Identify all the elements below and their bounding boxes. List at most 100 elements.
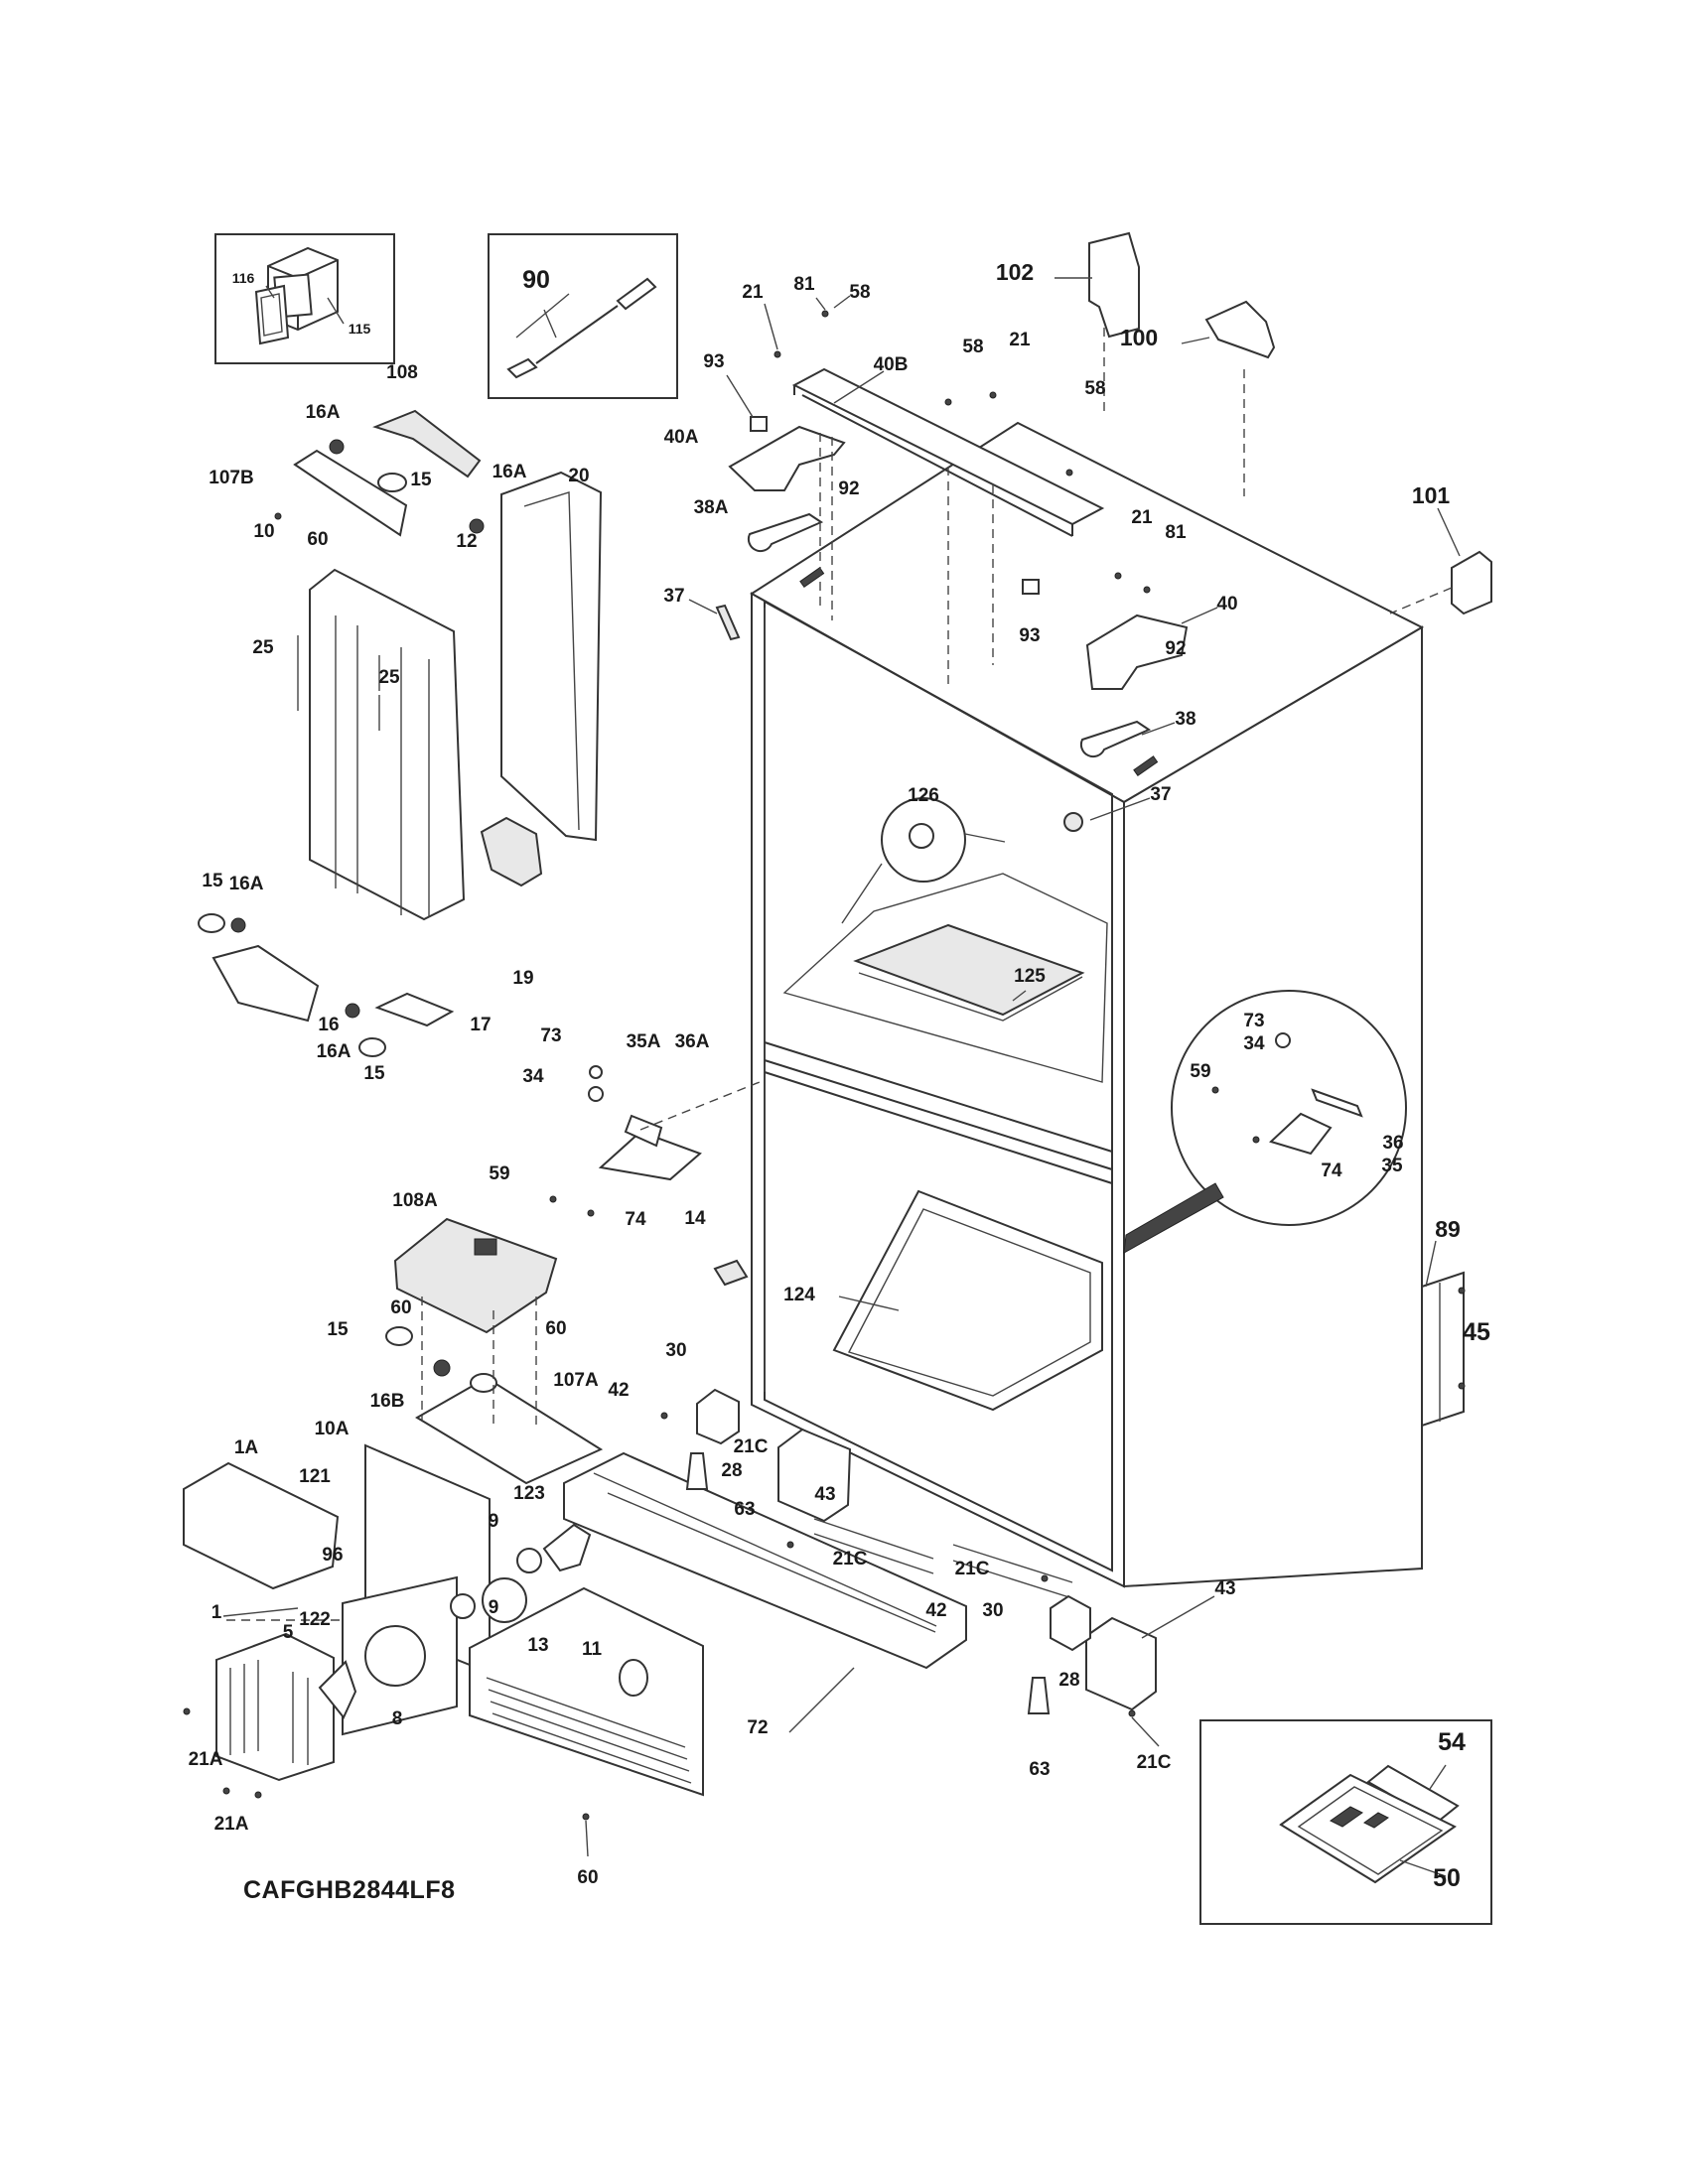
part-label-40b: 40B [874,354,909,375]
part-label-59: 59 [1190,1061,1210,1082]
ice-pick-tool [506,277,657,379]
bucket-10 [309,568,466,921]
part-label-116: 116 [232,270,255,286]
part-label-5: 5 [283,1622,294,1643]
part-label-43: 43 [814,1484,835,1505]
part-label-38a: 38A [694,497,729,518]
part-label-14: 14 [684,1208,706,1229]
door-stop-37-left [715,604,741,641]
leveler-63-right [1027,1677,1051,1714]
part-label-15: 15 [363,1063,385,1084]
leader-lines [222,277,1461,1877]
hinge-bracket-43-left [777,1428,852,1523]
part-label-21c: 21C [734,1436,769,1457]
grommet-16a-4 [345,1003,360,1019]
inset-box-116-115 [214,233,395,364]
hinge-bracket-43-right [1085,1616,1157,1711]
part-label-50: 50 [1433,1864,1461,1892]
part-label-30: 30 [665,1340,686,1361]
part-label-73: 73 [1243,1011,1264,1031]
part-label-121: 121 [299,1466,331,1487]
part-label-73: 73 [540,1025,561,1046]
part-label-90: 90 [522,266,550,294]
part-label-21a: 21A [189,1749,223,1770]
part-label-16a: 16A [229,874,264,894]
grille-1 [215,1632,335,1782]
grommet-9-bottom [450,1593,476,1619]
cover-108 [372,409,482,478]
cam-38 [1079,720,1152,758]
part-label-10: 10 [253,521,274,542]
part-label-54: 54 [1438,1728,1466,1756]
part-label-81: 81 [793,274,815,295]
grommet-16a-3 [230,917,246,933]
bracket-123 [542,1523,592,1572]
shelf-125 [853,923,1085,1017]
part-label-58: 58 [1084,378,1105,399]
part-label-74: 74 [625,1209,646,1230]
part-label-12: 12 [456,531,477,552]
bulb-15-lower-2 [470,1373,497,1393]
part-label-37: 37 [663,586,684,607]
bracket-100 [1204,300,1276,359]
part-label-21c: 21C [1137,1752,1172,1773]
part-label-40a: 40A [664,427,699,448]
access-panel-11 [469,1586,704,1797]
middle-hinge-assembly [588,1065,761,1181]
inset-box-90 [488,233,678,399]
part-label-58: 58 [849,282,870,303]
wedge-pointer [1123,1182,1224,1254]
part-label-43: 43 [1214,1578,1235,1599]
part-label-36a: 36A [675,1031,710,1052]
part-label-81: 81 [1165,522,1187,543]
part-label-9: 9 [489,1597,499,1618]
part-label-96: 96 [322,1545,343,1566]
part-label-20: 20 [568,466,589,486]
part-label-126: 126 [908,785,939,806]
part-label-59: 59 [489,1163,509,1184]
shroud-20 [500,471,603,842]
part-93-right [1022,579,1040,595]
bracket-30-left [696,1388,740,1445]
switch-14 [713,1259,749,1287]
part-label-34: 34 [522,1066,544,1087]
part-label-21c: 21C [955,1559,990,1579]
inset-box-54-50 [1199,1719,1492,1925]
hinge-40a [728,425,846,491]
part-label-8: 8 [392,1708,403,1729]
part-label-25: 25 [252,637,274,658]
top-hinge-assembly [728,367,1189,777]
part-label-16a: 16A [317,1041,352,1062]
part-label-115: 115 [349,321,371,337]
part-label-11: 11 [582,1639,603,1660]
part-label-72: 72 [747,1717,768,1738]
model-number: CAFGHB2844LF8 [243,1876,456,1904]
part-label-30: 30 [982,1600,1003,1621]
part-label-16a: 16A [492,462,527,482]
part-label-92: 92 [1165,638,1186,659]
part-label-125: 125 [1014,966,1046,987]
part-label-74: 74 [1321,1160,1342,1181]
cam-38a [747,512,824,553]
part-label-21c: 21C [833,1549,868,1570]
part-label-108a: 108A [392,1190,438,1211]
part-label-21a: 21A [214,1814,249,1835]
refrigerator-cabinet [715,421,1425,1599]
panel-107a [415,1376,604,1485]
bracket-101 [1451,550,1492,615]
part-label-35a: 35A [627,1031,661,1052]
part-label-16a: 16A [306,402,341,423]
fan-blade-5 [364,1625,426,1687]
shim-left [799,567,825,589]
part-label-25: 25 [378,667,400,688]
part-label-93: 93 [1019,625,1040,646]
panel-89 [1421,1271,1465,1428]
part-label-1a: 1A [234,1437,259,1458]
auger-19 [480,816,543,887]
cover-1a [183,1461,340,1590]
grommet-9-top [516,1548,542,1573]
part-label-9: 9 [489,1511,499,1532]
inset-circle-126 [881,797,966,883]
